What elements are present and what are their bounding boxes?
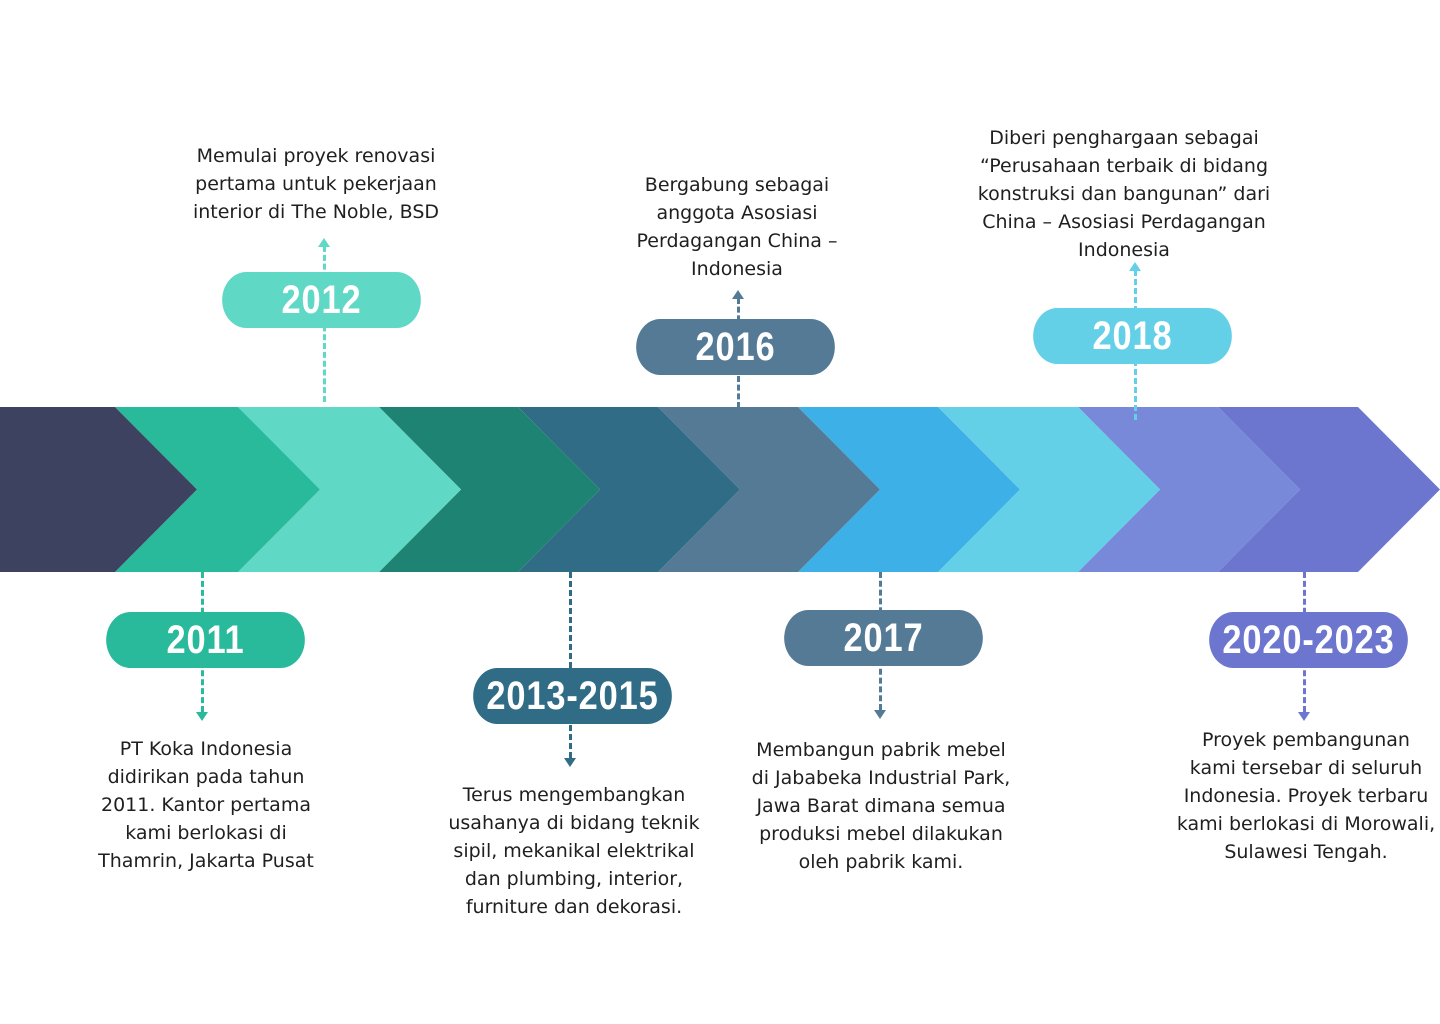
- year-pill-2018: 2018: [1033, 308, 1232, 364]
- arrow-segment-1: [115, 407, 320, 572]
- arrow-segment-8: [1078, 407, 1300, 572]
- description-2017: Membangun pabrik mebel di Jababeka Indus…: [751, 739, 1011, 873]
- year-label: 2020-2023: [1222, 617, 1395, 662]
- connector-arrowhead-2012: [318, 238, 330, 247]
- description-2013-2015: Terus mengembangkan usahanya di bidang t…: [448, 784, 700, 918]
- description-2016: Bergabung sebagai anggota Asosiasi Perda…: [636, 174, 838, 280]
- description-2011: PT Koka Indonesia didirikan pada tahun 2…: [98, 738, 314, 872]
- connector-arrowhead-2020-2023: [1298, 712, 1310, 721]
- arrow-segment-9: [1218, 407, 1440, 572]
- year-pill-2012: 2012: [222, 272, 421, 328]
- connector-arrowhead-2018: [1129, 262, 1141, 271]
- year-label: 2011: [166, 617, 245, 662]
- description-2020-2023: Proyek pembangunan kami tersebar di selu…: [1176, 729, 1436, 863]
- connector-2013-2015: [569, 572, 572, 758]
- arrow-segment-2: [238, 407, 461, 572]
- year-label: 2013-2015: [486, 673, 659, 718]
- arrow-segment-5: [658, 407, 880, 572]
- year-pill-2020-2023: 2020-2023: [1209, 612, 1408, 668]
- connector-arrowhead-2017: [874, 710, 886, 719]
- year-pill-2013-2015: 2013-2015: [473, 668, 672, 724]
- connector-arrowhead-2016: [732, 290, 744, 299]
- year-pill-2016: 2016: [636, 319, 835, 375]
- year-pill-2011: 2011: [106, 612, 305, 668]
- year-label: 2016: [695, 324, 776, 369]
- year-label: 2012: [281, 277, 362, 322]
- year-label: 2017: [843, 615, 924, 660]
- description-2018: Diberi penghargaan sebagai “Perusahaan t…: [977, 127, 1271, 261]
- arrow-segment-3: [379, 407, 600, 572]
- connector-arrowhead-2013-2015: [564, 758, 576, 767]
- description-2012: Memulai proyek renovasi pertama untuk pe…: [192, 145, 440, 223]
- arrow-segment-0: [0, 407, 197, 572]
- year-pill-2017: 2017: [784, 610, 983, 666]
- arrow-segment-7: [938, 407, 1160, 572]
- arrow-segment-6: [798, 407, 1020, 572]
- arrow-segment-4: [518, 407, 740, 572]
- connector-arrowhead-2011: [196, 712, 208, 721]
- year-label: 2018: [1092, 313, 1173, 358]
